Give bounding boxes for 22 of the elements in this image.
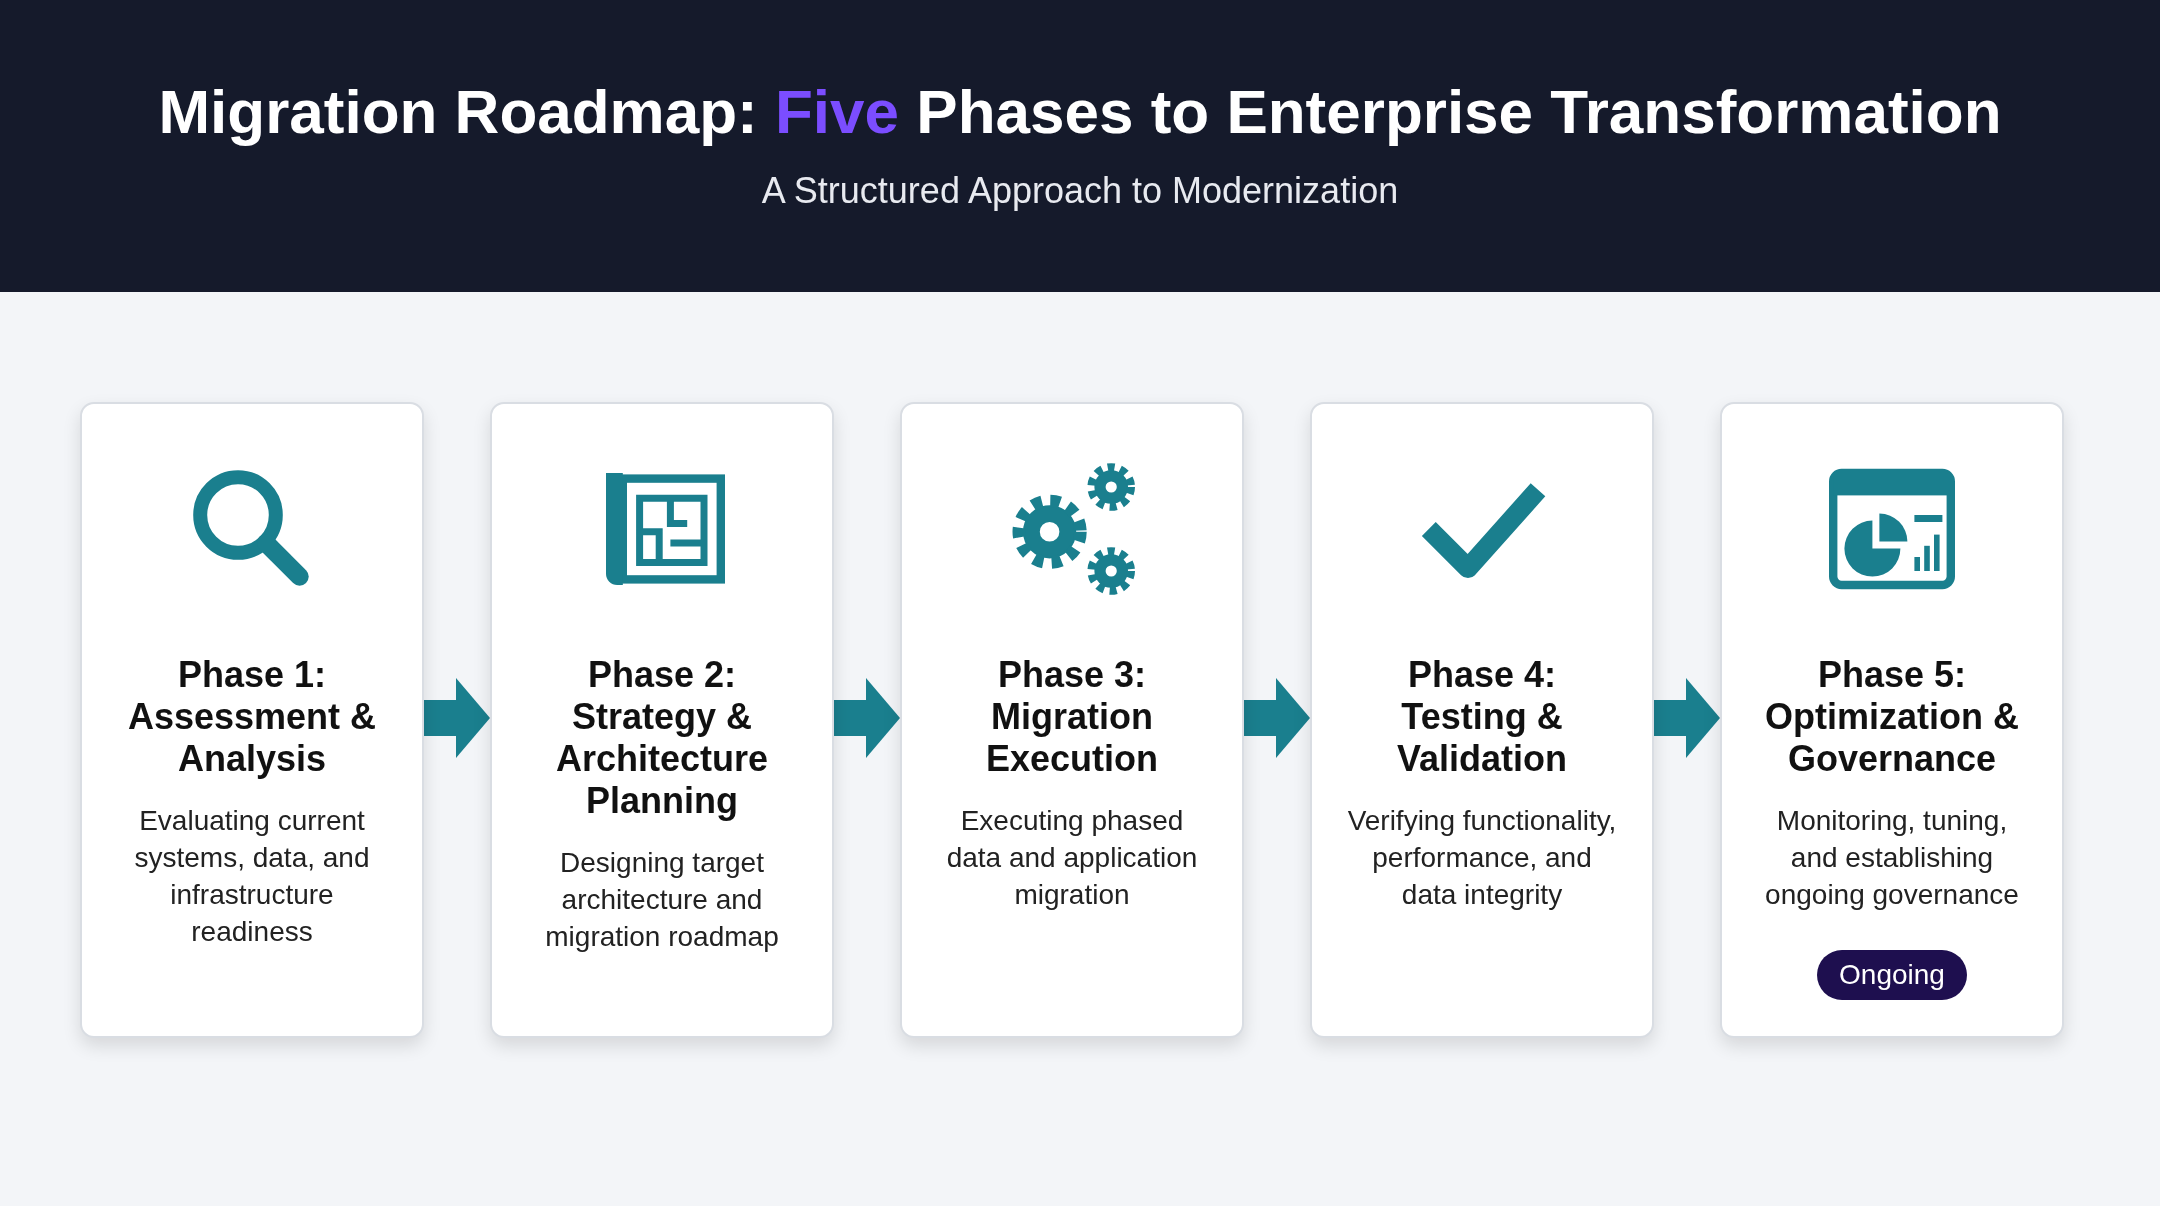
arrow (1244, 678, 1310, 758)
card-description: Verifying functionality, performance, and data integrity (1347, 805, 1617, 910)
phase-card (490, 402, 834, 1038)
card-description: Monitoring, tuning, and establishing ongoing governance (1765, 805, 2019, 910)
title: Migration Roadmap: Five Phases to Enterprise Transformation (157, 76, 2003, 147)
arrow (834, 678, 900, 758)
card-description: Executing phased data and application migration (946, 805, 1198, 910)
card-description: Designing target architecture and migration roadmap (545, 847, 779, 952)
card-title: Phase 4: Testing & Validation (1396, 654, 1567, 779)
phase-card (900, 402, 1244, 1038)
card-title: Phase 3: Migration Execution (985, 654, 1158, 779)
phase-card (1310, 402, 1654, 1038)
card-title: Phase 2: Strategy & Architecture Planning (555, 654, 769, 821)
card-description: Evaluating current systems, data, and infrastructure readiness (134, 805, 370, 947)
phase-card (1720, 402, 2064, 1038)
subtitle: A Structured Approach to Modernization (761, 170, 1399, 212)
arrow (424, 678, 490, 758)
arrow (1654, 678, 1720, 758)
card-title: Phase 5: Optimization & Governance (1765, 654, 2019, 779)
status-badge: Ongoing (1817, 950, 1967, 1000)
phase-card (80, 402, 424, 1038)
card-title: Phase 1: Assessment & Analysis (127, 654, 377, 779)
